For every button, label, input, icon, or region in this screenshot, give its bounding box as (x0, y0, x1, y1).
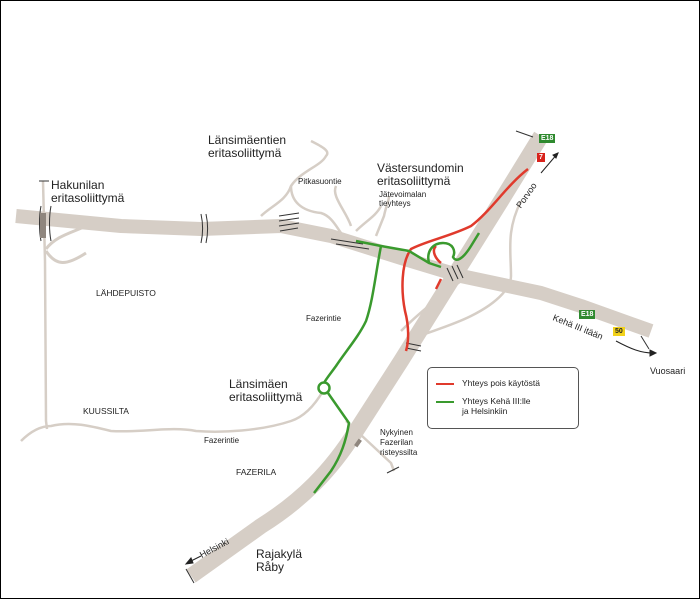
direction-arrows (184, 152, 658, 565)
closed-connections (401, 168, 529, 352)
fazerintie-label: Fazerintie (306, 314, 342, 323)
pitkasuontie-road (260, 139, 329, 217)
legend: Yhteys pois käytöstä Yhteys Kehä III:lle… (427, 367, 579, 429)
vuosaari-label: Vuosaari (650, 366, 686, 376)
open-connections (313, 232, 481, 494)
road-50-sign: 50 (613, 327, 625, 336)
e18-motorway (186, 131, 548, 583)
lahdepuisto-label: LÄHDEPUISTO (96, 288, 156, 298)
legend-closed: Yhteys pois käytöstä (436, 378, 540, 388)
legend-closed-label: Yhteys pois käytöstä (462, 378, 540, 388)
bridge-marks (39, 130, 650, 584)
lansimaen-roundabout (317, 381, 331, 395)
green-line-icon (436, 401, 454, 403)
red-line-icon (436, 383, 454, 385)
e18-sign: E18 (539, 134, 556, 143)
fazerintie-label: Fazerintie (204, 436, 240, 445)
fazerila-label: FAZERILA (236, 467, 277, 477)
kuussilta-label: KUUSSILTA (83, 406, 129, 416)
pitkasuontie-label: Pitkasuontie (298, 177, 342, 186)
fazerintie-road (20, 390, 325, 442)
road-7-sign: 7 (537, 153, 545, 162)
e18-sign: E18 (579, 310, 596, 319)
keha-iii-road (15, 209, 654, 338)
